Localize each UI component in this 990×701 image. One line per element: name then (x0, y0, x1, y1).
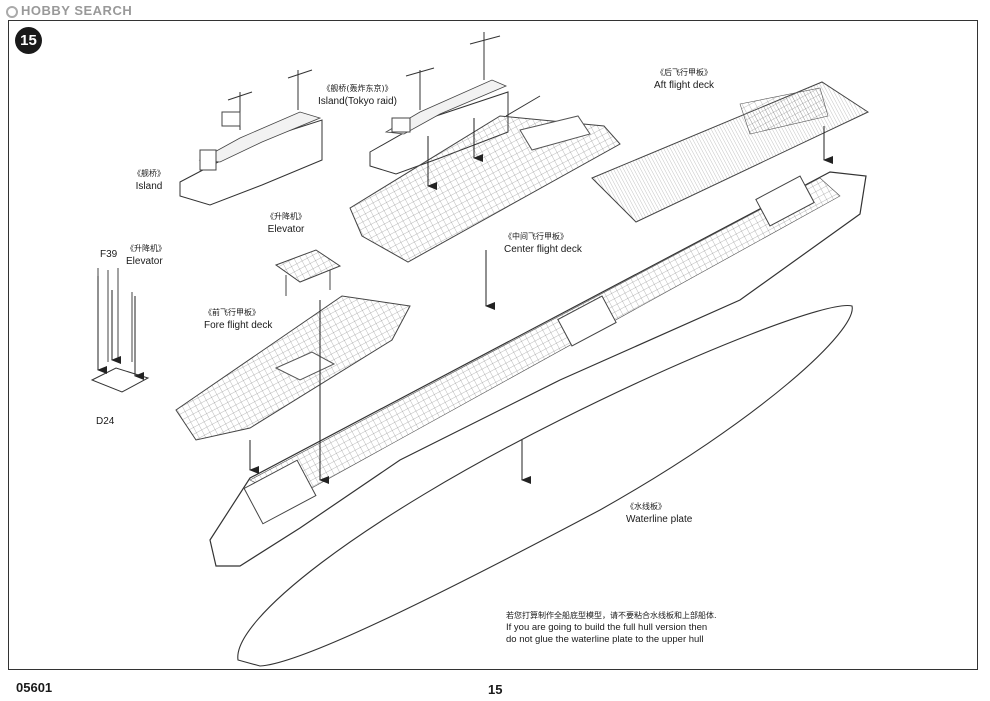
label-island-tokyo-raid: 《舰桥(轰炸东京)》Island(Tokyo raid) (318, 84, 397, 107)
label-center-flight-deck: 《中间飞行甲板》Center flight deck (504, 232, 582, 255)
hobby-search-logo-icon (6, 6, 18, 18)
watermark: HOBBY SEARCH (6, 3, 132, 18)
step-number-badge: 15 (15, 27, 42, 54)
center-flight-deck-part (349, 95, 621, 263)
page-frame (8, 20, 978, 670)
assembly-note: 若您打算制作全船底型模型，请不要粘合水线板和上部船体. If you are g… (506, 610, 717, 646)
elevator-part (274, 249, 342, 296)
label-island: 《舰桥》Island (133, 169, 165, 192)
label-elevator: 《升降机》Elevator (266, 212, 306, 235)
waterline-plate-part (237, 304, 853, 667)
product-code: 05601 (16, 680, 53, 695)
assembly-arrows (97, 118, 833, 484)
label-fore-flight-deck: 《前飞行甲板》Fore flight deck (204, 308, 273, 331)
label-waterline-plate: 《水线板》Waterline plate (626, 502, 693, 525)
aft-flight-deck-part (591, 81, 870, 223)
island-part (179, 69, 323, 206)
note-cn: 若您打算制作全船底型模型，请不要粘合水线板和上部船体. (506, 611, 717, 620)
upper-hull-part (209, 171, 867, 567)
note-en-line1: If you are going to build the full hull … (506, 622, 708, 633)
label-aft-flight-deck: 《后飞行甲板》Aft flight deck (654, 68, 715, 91)
page-number: 15 (488, 682, 503, 697)
label-elevator-part: 《升降机》Elevator (126, 244, 166, 267)
note-en-line2: do not glue the waterline plate to the u… (506, 634, 704, 645)
label-f39: F39 (100, 249, 118, 260)
label-d24: D24 (96, 416, 115, 427)
elevator-support-parts (90, 268, 150, 393)
